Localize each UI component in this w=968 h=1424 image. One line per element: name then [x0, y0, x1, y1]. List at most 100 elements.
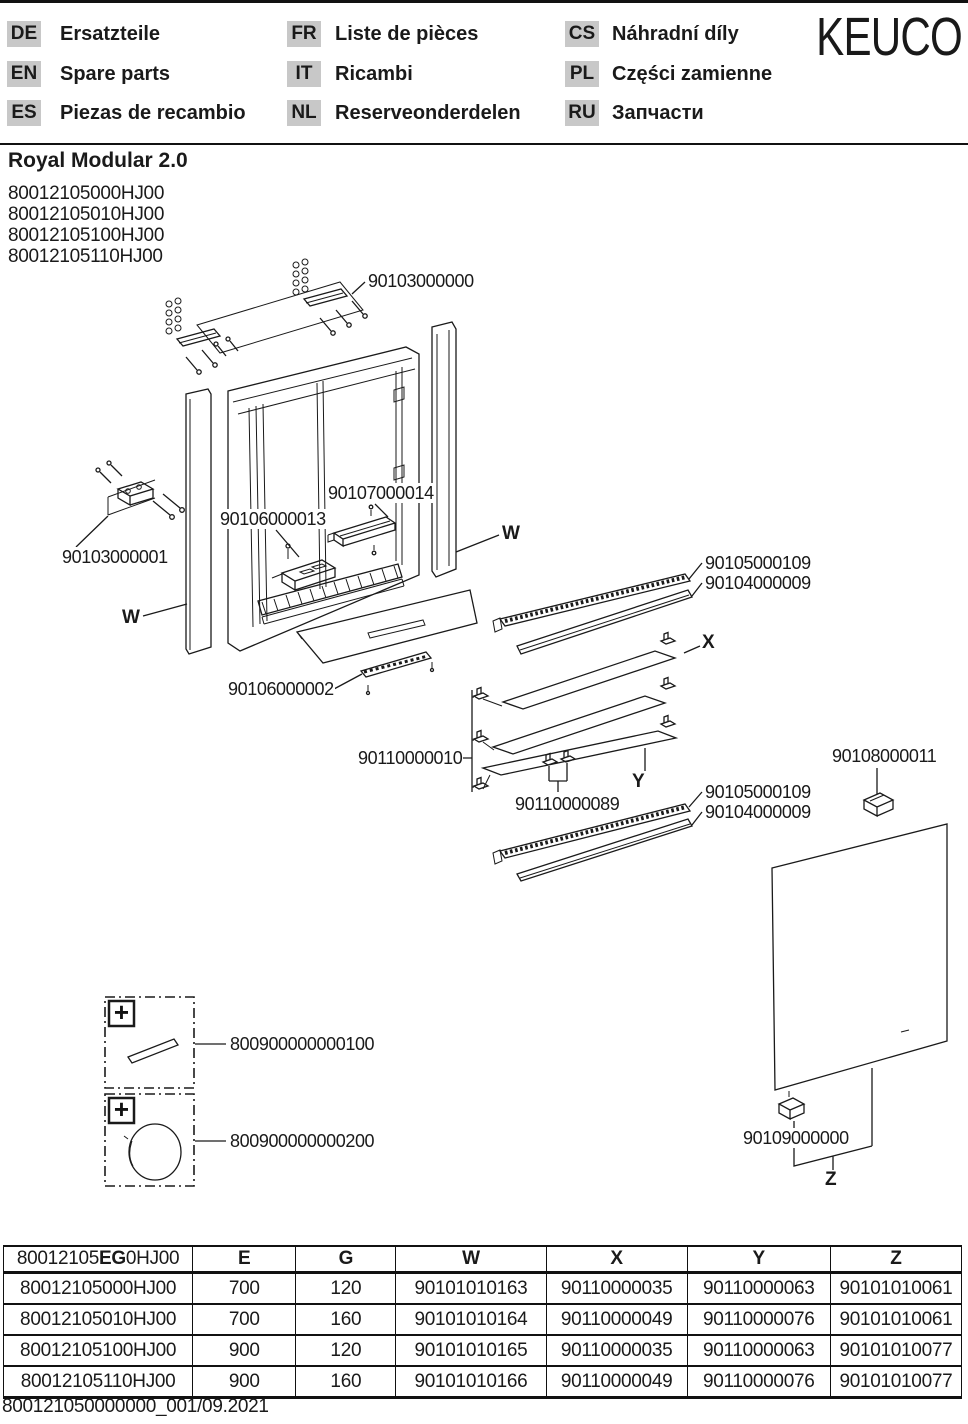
- model-code-bold: EG: [99, 1248, 126, 1269]
- ref-label-x: X: [701, 632, 716, 653]
- cell-e: 900: [192, 1365, 297, 1399]
- bottom-board: [295, 589, 478, 664]
- shelf-clips-group: [462, 631, 676, 792]
- lang-code-pl: PL: [565, 61, 599, 87]
- variant-code: 80012105100HJ00: [8, 225, 165, 246]
- plus-icon: +: [114, 1094, 129, 1124]
- mirror-clip-bottom-part: [777, 1068, 873, 1170]
- cell-g: 160: [295, 1365, 397, 1399]
- part-label-led-rail-lower: 90105000109: [704, 782, 812, 802]
- col-header-z: Z: [829, 1245, 963, 1274]
- cover-profile-upper-part: [516, 582, 703, 655]
- document-reference: 800121050000000_001/09.2021: [2, 1396, 269, 1417]
- ref-label-w-right: W: [501, 523, 521, 544]
- ref-label-y: Y: [631, 771, 646, 792]
- lang-code-it: IT: [287, 61, 321, 87]
- cell-x: 90110000049: [545, 1303, 688, 1336]
- part-label-led-rail-upper: 90105000109: [704, 553, 812, 573]
- lang-code-es: ES: [7, 100, 41, 126]
- cell-g: 120: [295, 1272, 397, 1305]
- lang-code-en: EN: [7, 61, 41, 87]
- cell-w: 90101010165: [395, 1334, 547, 1367]
- part-label-cover-profile-lower: 90104000009: [704, 802, 812, 822]
- side-bracket-assembly: [75, 460, 185, 548]
- part-label-mirror-clip-bottom: 90109000000: [742, 1128, 850, 1148]
- part-label-shelf-clips: 90110000010: [357, 748, 464, 768]
- part-label-led-light-insert: 90106000002: [227, 679, 335, 699]
- table-row: 80012105100HJ00 900 120 90101010165 9011…: [2, 1334, 963, 1367]
- table-header-model: 80012105EG0HJ00: [2, 1245, 194, 1274]
- lang-label-de: Ersatzteile: [60, 23, 161, 45]
- cell-x: 90110000035: [545, 1272, 688, 1305]
- cover-profile-lower-part: [516, 811, 703, 882]
- glass-shelves: [480, 645, 701, 776]
- led-light-insert-part: [333, 651, 435, 696]
- top-mounting-assembly: [165, 258, 368, 375]
- keuco-logo: KEUCO: [816, 7, 963, 67]
- table-row: 80012105000HJ00 700 120 90101010163 9011…: [2, 1272, 963, 1305]
- center-clips-group: [542, 749, 576, 792]
- cell-z: 90101010061: [829, 1272, 963, 1305]
- drive-unit: [271, 529, 337, 592]
- right-wall-panel: [431, 321, 500, 578]
- cell-model: 80012105000HJ00: [2, 1272, 194, 1305]
- part-label-accessory-mirror: 800900000000200: [229, 1131, 376, 1151]
- lang-code-de: DE: [7, 21, 41, 47]
- col-header-w: W: [395, 1245, 547, 1274]
- lang-label-en: Spare parts: [60, 63, 171, 85]
- cell-model: 80012105110HJ00: [2, 1365, 194, 1399]
- cell-y: 90110000076: [686, 1365, 831, 1399]
- lang-label-it: Ricambi: [335, 63, 413, 85]
- cell-g: 120: [295, 1334, 397, 1367]
- table-header-row: 80012105EG0HJ00 E G W X Y Z: [2, 1245, 963, 1274]
- cell-z: 90101010077: [829, 1334, 963, 1367]
- col-header-y: Y: [686, 1245, 831, 1274]
- table-row: 80012105110HJ00 900 160 90101010166 9011…: [2, 1365, 963, 1399]
- col-header-x: X: [545, 1245, 688, 1274]
- part-label-actuator: 90107000014: [327, 483, 435, 503]
- lang-label-pl: Części zamienne: [612, 63, 773, 85]
- top-rule: [0, 0, 968, 3]
- cell-w: 90101010166: [395, 1365, 547, 1399]
- ref-label-w-left: W: [121, 607, 141, 628]
- part-label-wall-bracket-top: 90103000000: [367, 271, 475, 291]
- cell-model: 80012105010HJ00: [2, 1303, 194, 1336]
- lang-code-ru: RU: [565, 100, 599, 126]
- lang-label-es: Piezas de recambio: [60, 102, 246, 124]
- led-rail-upper-part: [492, 562, 703, 633]
- actuator-unit: [327, 503, 397, 556]
- lang-label-cs: Náhradní díly: [612, 23, 739, 45]
- cell-model: 80012105100HJ00: [2, 1334, 194, 1367]
- variant-code: 80012105000HJ00: [8, 183, 165, 204]
- cell-g: 160: [295, 1303, 397, 1336]
- table-row: 80012105010HJ00 700 160 90101010164 9011…: [2, 1303, 963, 1336]
- spec-table: 80012105EG0HJ00 E G W X Y Z 80012105000H…: [2, 1245, 963, 1399]
- cell-z: 90101010061: [829, 1303, 963, 1336]
- part-label-wall-bracket-side: 90103000001: [61, 547, 169, 567]
- model-code-suffix: 0HJ00: [125, 1248, 180, 1269]
- led-rail-lower-part: [492, 791, 703, 865]
- cell-x: 90110000049: [545, 1365, 688, 1399]
- product-title: Royal Modular 2.0: [8, 149, 188, 172]
- cell-w: 90101010164: [395, 1303, 547, 1336]
- cell-x: 90110000035: [545, 1334, 688, 1367]
- lang-code-cs: CS: [565, 21, 599, 47]
- lang-label-ru: Запчасти: [612, 102, 704, 124]
- plus-icon: +: [114, 997, 129, 1027]
- variant-code: 80012105010HJ00: [8, 204, 165, 225]
- cell-e: 700: [192, 1272, 297, 1305]
- accessory-box-strip: +: [104, 996, 226, 1089]
- ref-label-z: Z: [824, 1169, 838, 1190]
- lang-label-fr: Liste de pièces: [335, 23, 479, 45]
- mirror-panel: [771, 823, 948, 1091]
- part-label-mirror-clip-top: 90108000011: [831, 746, 938, 766]
- cell-e: 900: [192, 1334, 297, 1367]
- model-code-prefix: 80012105: [16, 1248, 100, 1269]
- col-header-e: E: [192, 1245, 297, 1274]
- lang-code-fr: FR: [287, 21, 321, 47]
- lang-code-nl: NL: [287, 100, 321, 126]
- cell-z: 90101010077: [829, 1365, 963, 1399]
- part-label-cover-profile-upper: 90104000009: [704, 573, 812, 593]
